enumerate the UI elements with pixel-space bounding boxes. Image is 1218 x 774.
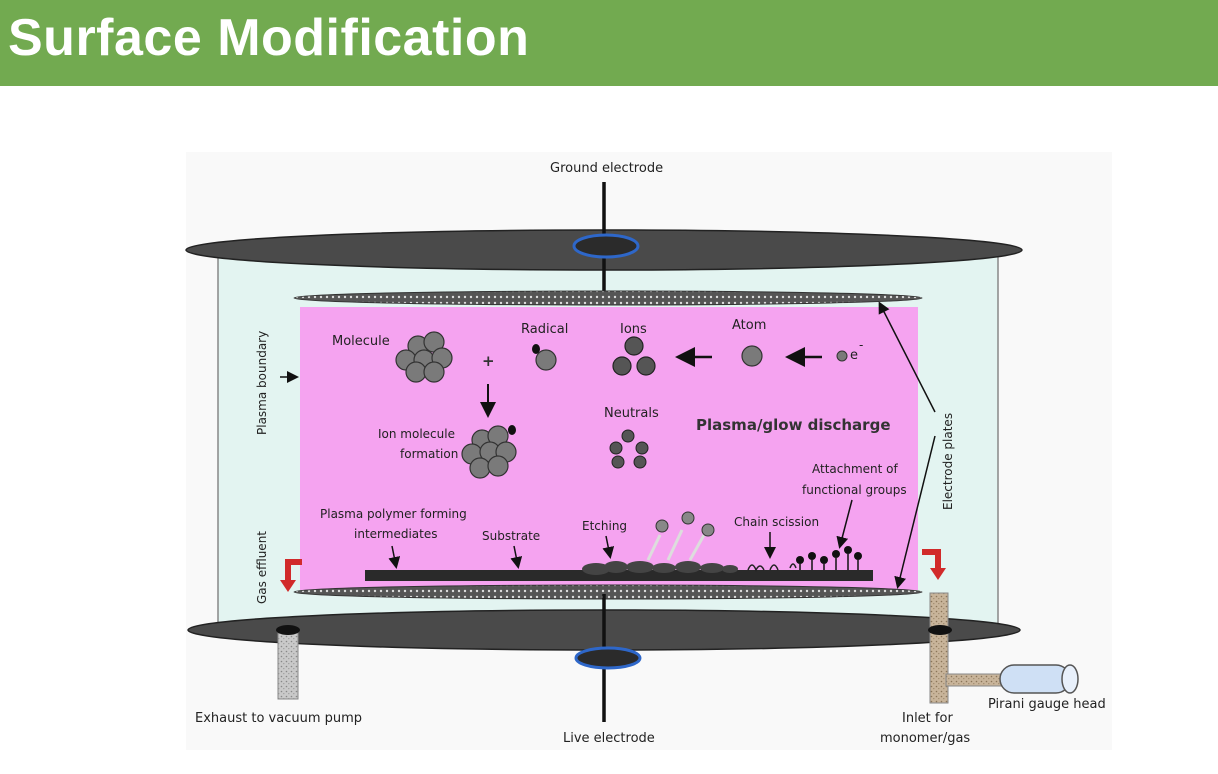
title-bar: Surface Modification: [0, 0, 1218, 86]
pirani-gauge: [999, 664, 1079, 694]
etching-label: Etching: [582, 519, 627, 533]
electron-particle: [836, 350, 848, 362]
page-title: Surface Modification: [8, 9, 530, 67]
ion-molecule-label-2: formation: [400, 447, 458, 461]
bottom-mesh-electrode: [293, 584, 923, 600]
etching-sticks: [646, 529, 706, 561]
molecule-label: Molecule: [332, 334, 390, 349]
inlet-label-2: monomer/gas: [880, 731, 970, 746]
atom-particle: [741, 345, 763, 367]
gas-effluent-arrow: [285, 559, 302, 585]
substrate-label: Substrate: [482, 529, 540, 543]
attachment-label-1: Attachment of: [812, 462, 899, 476]
gas-inlet-arrow: [922, 549, 941, 572]
molecule-particles: [395, 331, 453, 383]
radical-label: Radical: [521, 322, 568, 337]
exhaust-pipe: [277, 632, 299, 700]
exhaust-label: Exhaust to vacuum pump: [195, 711, 362, 726]
etching-particles: [655, 511, 715, 537]
inlet-pipe: [929, 592, 949, 704]
plasma-glow-label: Plasma/glow discharge: [696, 416, 891, 434]
exhaust-port: [276, 625, 300, 635]
ground-electrode-label: Ground electrode: [550, 161, 663, 176]
etching-arrow: [602, 535, 615, 559]
plasma-polymer-label-1: Plasma polymer forming: [320, 507, 467, 521]
chain-scission-marks: [747, 563, 797, 572]
attachment-label-2: functional groups: [802, 483, 907, 497]
plus-sign: +: [482, 352, 495, 370]
plasma-polymer-label-2: intermediates: [354, 527, 437, 541]
radical-particle: [532, 344, 557, 371]
gas-inlet-arrowhead: [930, 568, 946, 580]
ion-molecule-electron: [508, 425, 516, 435]
ion-molecule-label-1: Ion molecule: [378, 427, 455, 441]
gas-effluent-label: Gas effluent: [255, 531, 269, 604]
inlet-label-1: Inlet for: [902, 711, 953, 726]
live-electrode-label: Live electrode: [563, 731, 655, 746]
neutral-particles: [609, 429, 649, 469]
etching-deposits: [582, 561, 738, 575]
ion-molecule-particles: [461, 425, 517, 479]
plasma-polymer-arrow: [388, 545, 401, 569]
substrate: [365, 570, 873, 581]
ion-particles: [612, 336, 656, 376]
inlet-port: [928, 625, 952, 635]
live-connector: [574, 646, 642, 670]
plasma-boundary-label: Plasma boundary: [255, 331, 269, 435]
electron-label: e: [850, 348, 858, 363]
functional-groups: [796, 546, 862, 570]
neutrals-label: Neutrals: [604, 406, 659, 421]
ground-connector: [572, 233, 640, 259]
atom-label: Atom: [732, 318, 766, 333]
attachment-arrow: [836, 499, 853, 549]
top-mesh-electrode: [293, 290, 923, 306]
ions-label: Ions: [620, 322, 647, 337]
pirani-label: Pirani gauge head: [988, 697, 1106, 712]
electron-superscript: -: [859, 338, 863, 352]
substrate-arrow: [510, 545, 523, 569]
electrode-plates-label: Electrode plates: [941, 413, 955, 510]
chain-scission-label: Chain scission: [734, 515, 819, 529]
pirani-connector: [945, 673, 1005, 687]
electrode-plates-arrow-top: [878, 301, 936, 413]
electrode-plates-arrow-bottom: [894, 435, 936, 589]
gas-effluent-arrowhead: [280, 580, 296, 592]
